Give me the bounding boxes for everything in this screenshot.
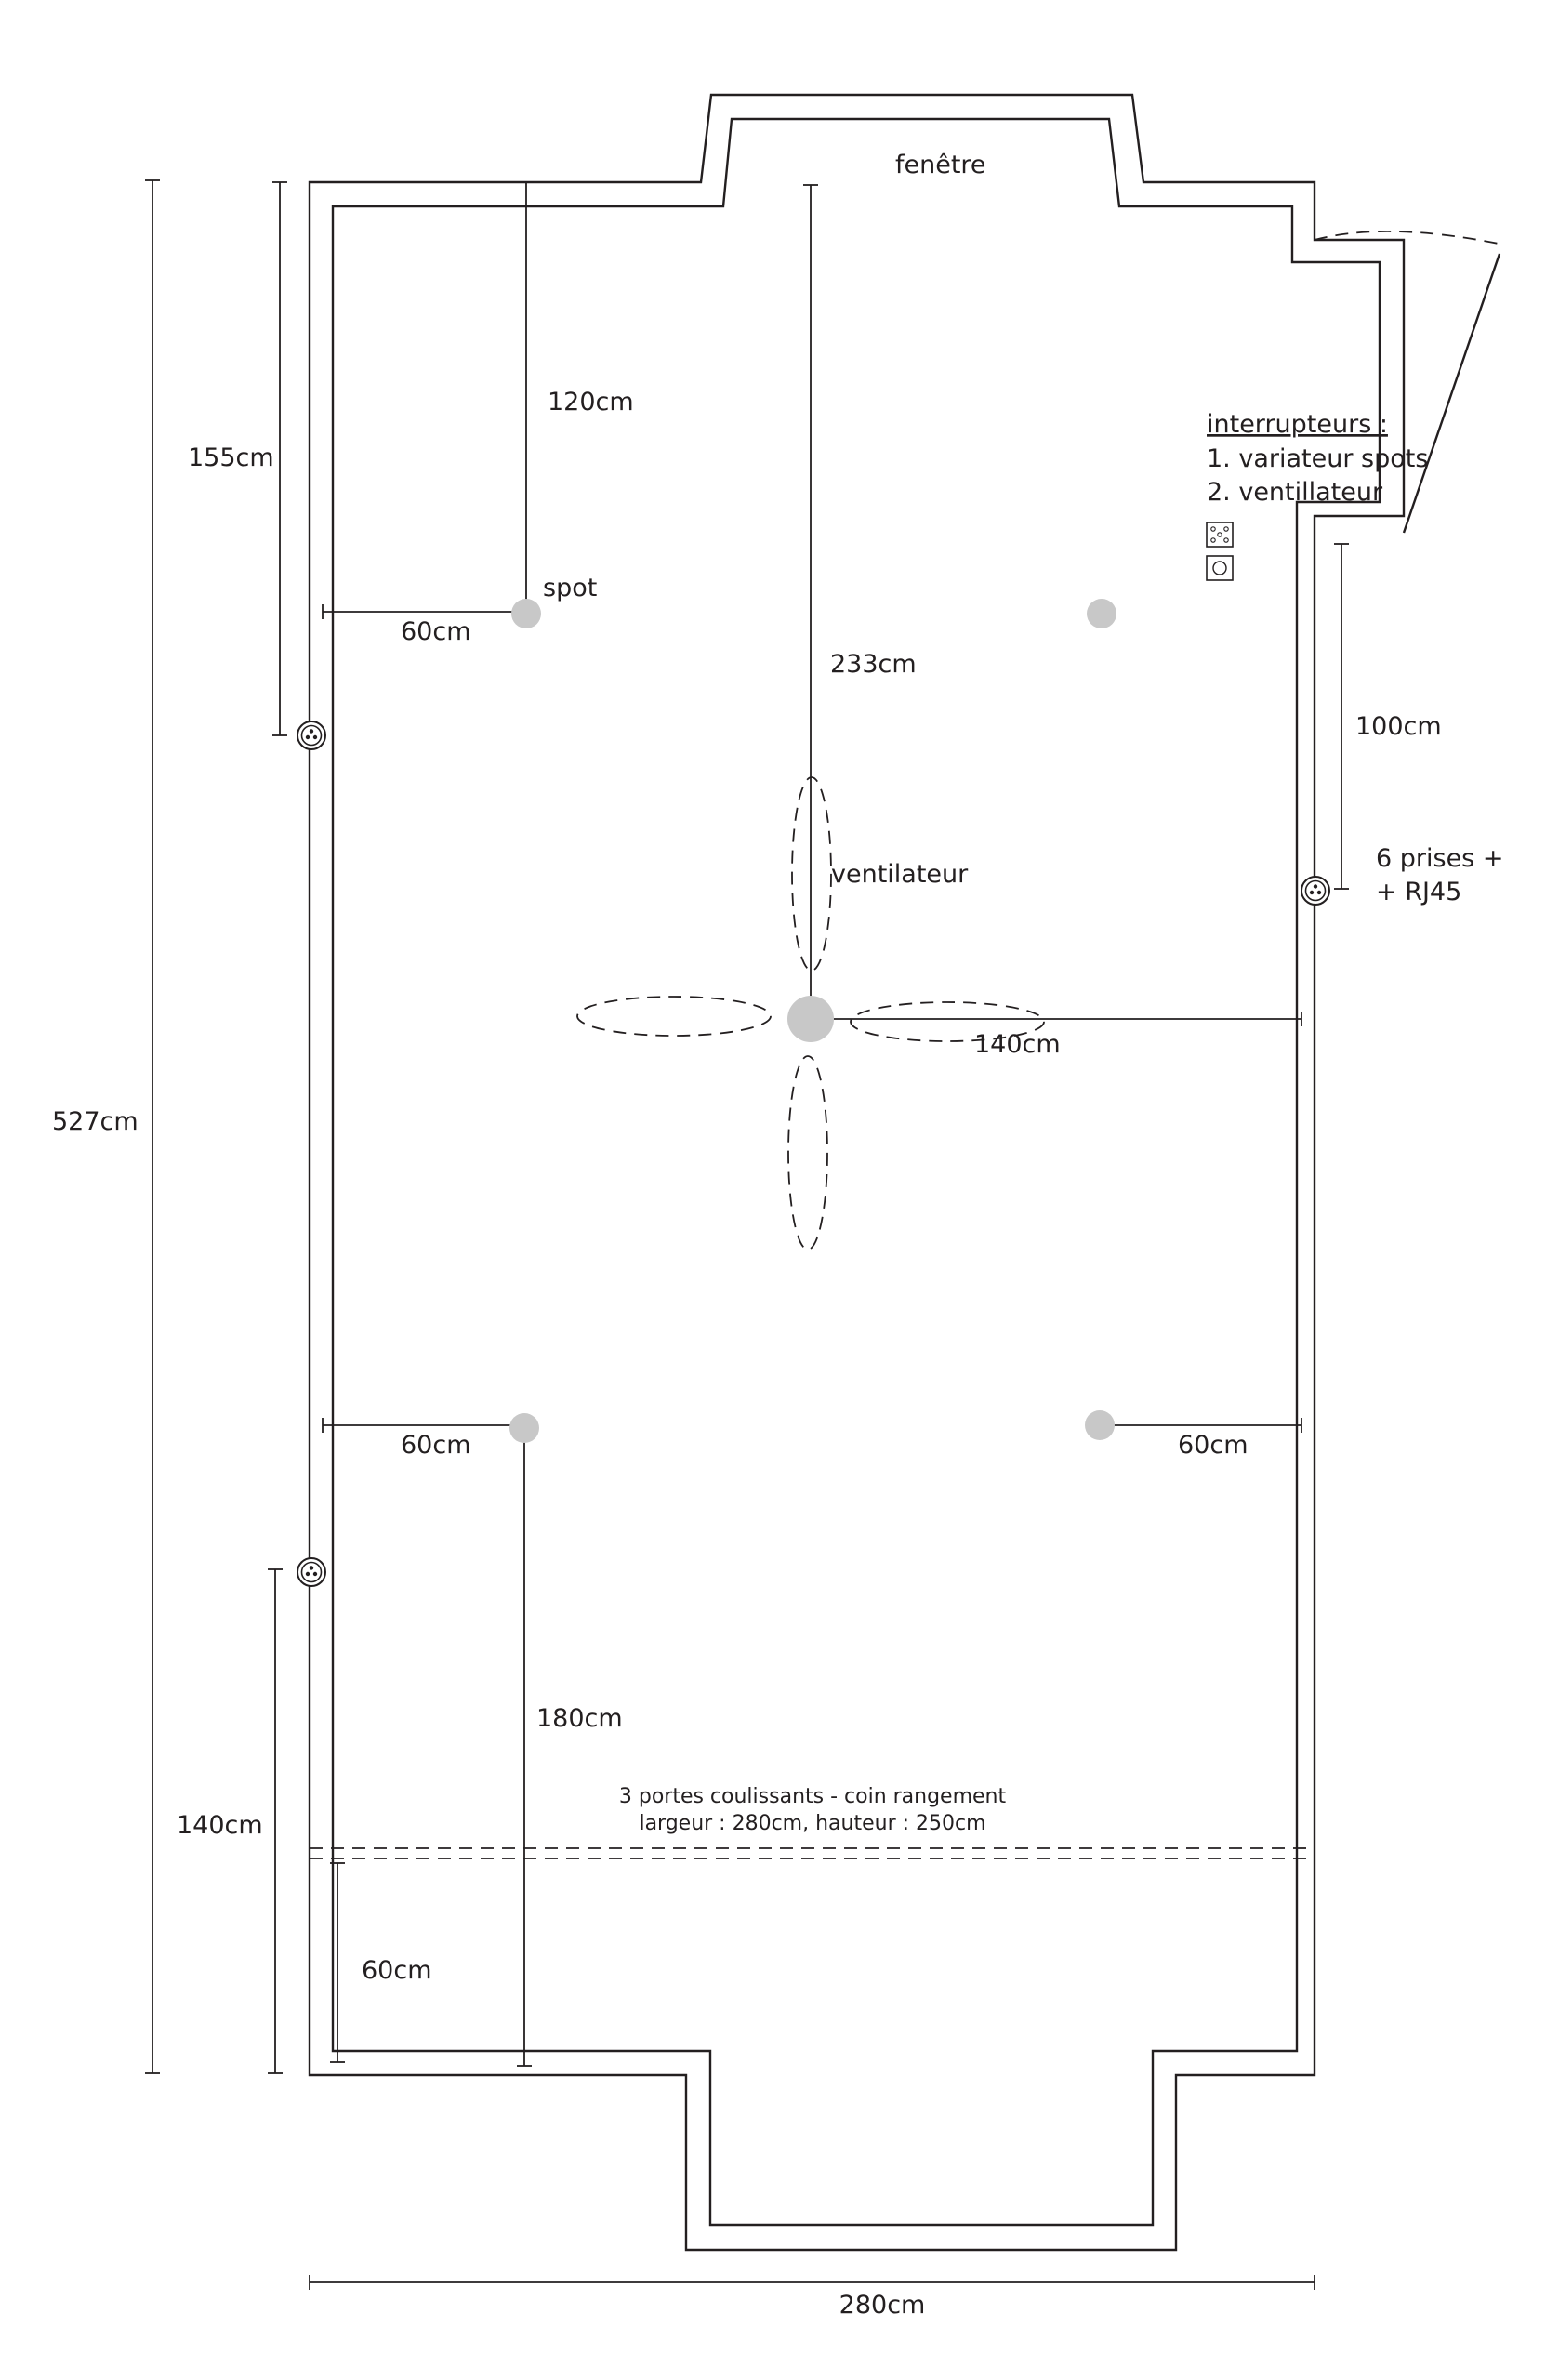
dim-left-top-outlet: 155cm (188, 443, 274, 472)
dim-left-bottom-outlet: 140cm (177, 1811, 263, 1840)
spot-top-left (511, 599, 541, 628)
fan-blade-bottom (787, 1055, 828, 1250)
walls (308, 93, 1406, 2252)
fan-blade-right (850, 1001, 1045, 1042)
dimension-lines (145, 179, 1349, 2290)
switch-2-label: 2. ventillateur (1207, 478, 1383, 507)
dim-total-height: 527cm (52, 1107, 139, 1136)
dim-wall-to-spot-top: 120cm (548, 388, 634, 416)
outlets (297, 721, 1330, 1587)
dim-window-to-fan: 233cm (830, 650, 917, 679)
dim-storage-depth: 60cm (362, 1956, 432, 1985)
outlet-icon (1301, 876, 1330, 906)
fan-label: ventilateur (831, 860, 969, 889)
spot-label: spot (543, 574, 597, 602)
window-swing-arc (1314, 231, 1500, 245)
outlet-icon (297, 1557, 326, 1587)
window-pane (1402, 253, 1501, 534)
outer-wall (308, 93, 1406, 2252)
fan-blade-left (576, 996, 772, 1037)
fan-switch-icon (1206, 555, 1234, 581)
dim-spot-to-bottom-wall: 180cm (536, 1704, 623, 1733)
inner-wall (331, 117, 1381, 2227)
dim-spot-left-offset-top: 60cm (401, 617, 471, 646)
fan-hub (787, 996, 834, 1042)
dim-fan-to-right-wall: 140cm (974, 1030, 1061, 1059)
window-swing (1314, 231, 1501, 534)
spot-bottom-right (1085, 1410, 1115, 1440)
dim-spot-right-offset-bottom: 60cm (1178, 1431, 1249, 1460)
sliding-doors (310, 1847, 1315, 1859)
switch-icons (1206, 522, 1234, 581)
dim-right-outlet: 100cm (1355, 712, 1442, 741)
fan-blade-top (791, 776, 832, 972)
labels: fenêtre spot ventilateur interrupteurs :… (52, 151, 1503, 2320)
outlets-label-line1: 6 prises + (1376, 844, 1503, 873)
doors-label-line1: 3 portes coulissants - coin rangement (619, 1785, 1007, 1808)
outlets-label-line2: + RJ45 (1376, 878, 1461, 906)
switch-1-label: 1. variateur spots (1207, 444, 1428, 473)
dim-total-width: 280cm (839, 2291, 926, 2320)
switches-title: interrupteurs : (1207, 410, 1388, 439)
spots (509, 599, 1116, 1443)
outlet-icon (297, 721, 326, 750)
spot-top-right (1087, 599, 1116, 628)
dimmer-switch-icon (1206, 522, 1234, 548)
spot-bottom-left (509, 1413, 539, 1443)
dim-spot-left-offset-bottom: 60cm (401, 1431, 471, 1460)
window-label: fenêtre (895, 151, 986, 179)
ceiling-fan (576, 776, 1045, 1250)
doors-label-line2: largeur : 280cm, hauteur : 250cm (639, 1812, 985, 1835)
